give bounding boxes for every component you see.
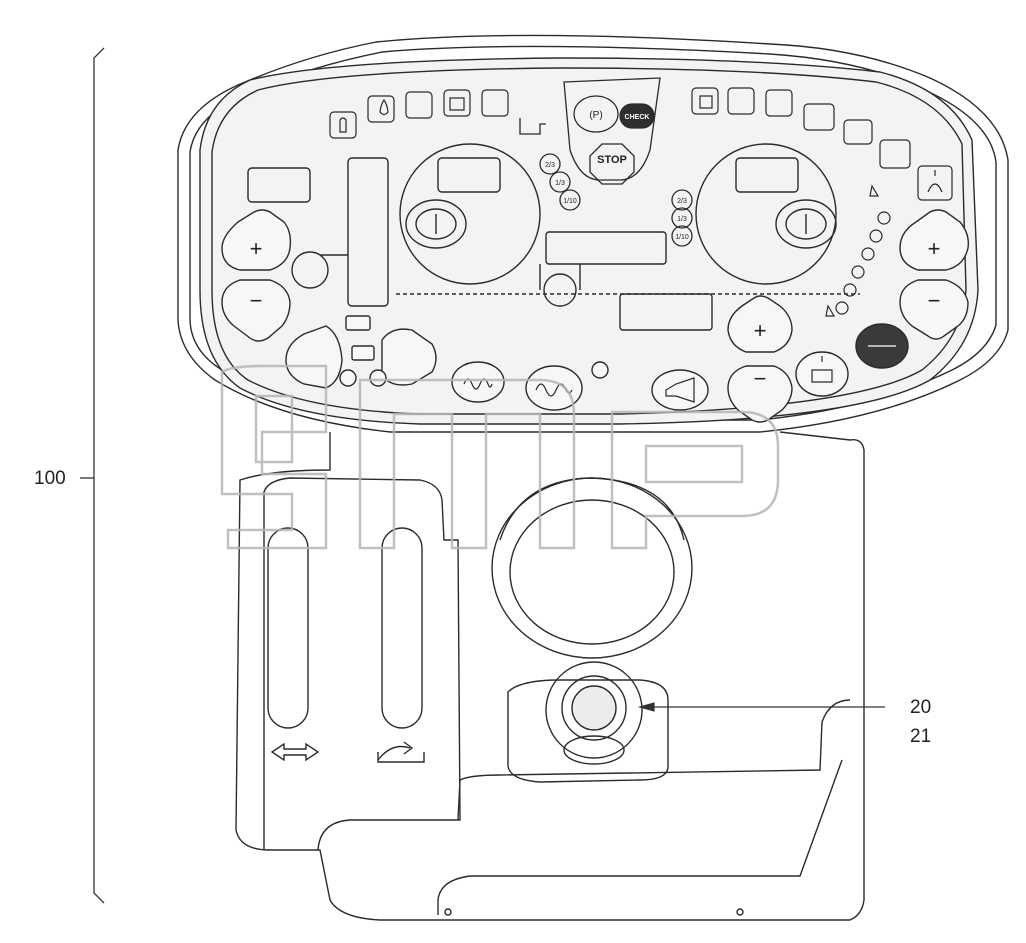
battery-icon — [843, 119, 873, 145]
speed-1-3 — [549, 171, 571, 193]
fraction-1-10-left: 1/10 — [563, 198, 577, 205]
panel-text: STOP CHECK (P) 2/3 1/3 1/10 2/3 1/3 1/10 — [545, 110, 689, 241]
horn-icon — [665, 377, 695, 403]
vibration-button-2[interactable] — [525, 365, 583, 411]
lcd-center-wide — [545, 231, 667, 265]
callout-21: 21 — [910, 726, 932, 747]
coolant-temp-icon — [481, 89, 509, 117]
park-label: (P) — [589, 110, 602, 121]
callout-100: 100 — [34, 468, 66, 489]
park-brake-icon — [573, 95, 619, 133]
speed-2-3 — [539, 153, 561, 175]
right-minus-button[interactable] — [899, 279, 969, 340]
gauge-left — [399, 143, 541, 285]
top-icon-row — [329, 87, 953, 201]
lcd-left-small — [247, 167, 311, 203]
callout-20: 20 — [910, 697, 932, 718]
indicator-center — [543, 273, 577, 307]
left-plus-glyph: + — [250, 236, 263, 261]
lower-body — [235, 431, 865, 921]
right-plus-button[interactable] — [899, 209, 970, 271]
right-plus-glyph: + — [928, 236, 941, 261]
mode-select-left-button[interactable] — [285, 325, 343, 389]
leader-20-21 — [637, 702, 885, 712]
air-filter-icon — [765, 89, 793, 117]
stop-sign-icon — [589, 143, 635, 185]
speed-1-10 — [559, 189, 581, 211]
vibration-button-1[interactable] — [451, 361, 505, 403]
watermark-logo — [220, 364, 780, 550]
hazard-icon — [879, 139, 911, 169]
oil-button[interactable] — [795, 351, 849, 397]
stop-label: STOP — [597, 154, 627, 166]
four-wheel-icon — [803, 103, 835, 131]
check-label: CHECK — [625, 114, 650, 121]
horn-button[interactable] — [651, 369, 709, 411]
display-windows — [247, 143, 860, 331]
fraction-1-3-right: 1/3 — [677, 216, 687, 223]
engine-oil-icon — [329, 111, 357, 139]
slide-slot-left — [267, 527, 309, 729]
gauge-right — [695, 143, 837, 285]
left-minus-button[interactable] — [221, 279, 291, 342]
preheat-icon — [405, 91, 433, 119]
center-minus-glyph: − — [754, 366, 767, 391]
fraction-1-3-left: 1/3 — [555, 180, 565, 187]
seatbelt-icon — [917, 165, 953, 201]
center-plus-glyph: + — [754, 318, 767, 343]
left-plus-button[interactable] — [221, 209, 292, 271]
center-minus-button[interactable] — [727, 365, 793, 423]
oil-can-icon — [811, 356, 833, 383]
fraction-2-3-left: 2/3 — [545, 162, 555, 169]
center-plus-button[interactable] — [727, 295, 793, 353]
fraction-2-3-right: 2/3 — [677, 198, 687, 205]
joystick-knob — [545, 661, 643, 759]
slide-slot-right — [381, 527, 423, 729]
assembly-bracket — [80, 47, 105, 904]
check-lamp — [619, 103, 655, 129]
fuel-filter-icon — [691, 87, 719, 115]
adjust-button-glyphs: + − + − + − — [250, 236, 941, 391]
speed-r-1-10 — [671, 225, 693, 247]
right-minus-glyph: − — [928, 288, 941, 313]
speed-indicator-chain — [825, 184, 891, 317]
joystick-cup — [491, 477, 693, 659]
rotate-arrow-icon — [377, 741, 425, 763]
center-cluster — [519, 77, 693, 247]
fraction-1-10-right: 1/10 — [675, 234, 689, 241]
mode-select-right-button[interactable] — [381, 328, 437, 386]
adjust-buttons — [221, 209, 970, 423]
speed-r-2-3 — [671, 189, 693, 211]
lcd-center-vertical — [347, 157, 389, 307]
left-right-arrow-icon — [270, 742, 320, 762]
speed-r-1-3 — [671, 207, 693, 229]
coolant-level-icon — [443, 89, 471, 117]
oil-pressure-icon — [367, 95, 395, 123]
hydraulic-oil-icon — [727, 87, 755, 115]
left-minus-glyph: − — [250, 288, 263, 313]
indicator-left — [291, 251, 329, 289]
